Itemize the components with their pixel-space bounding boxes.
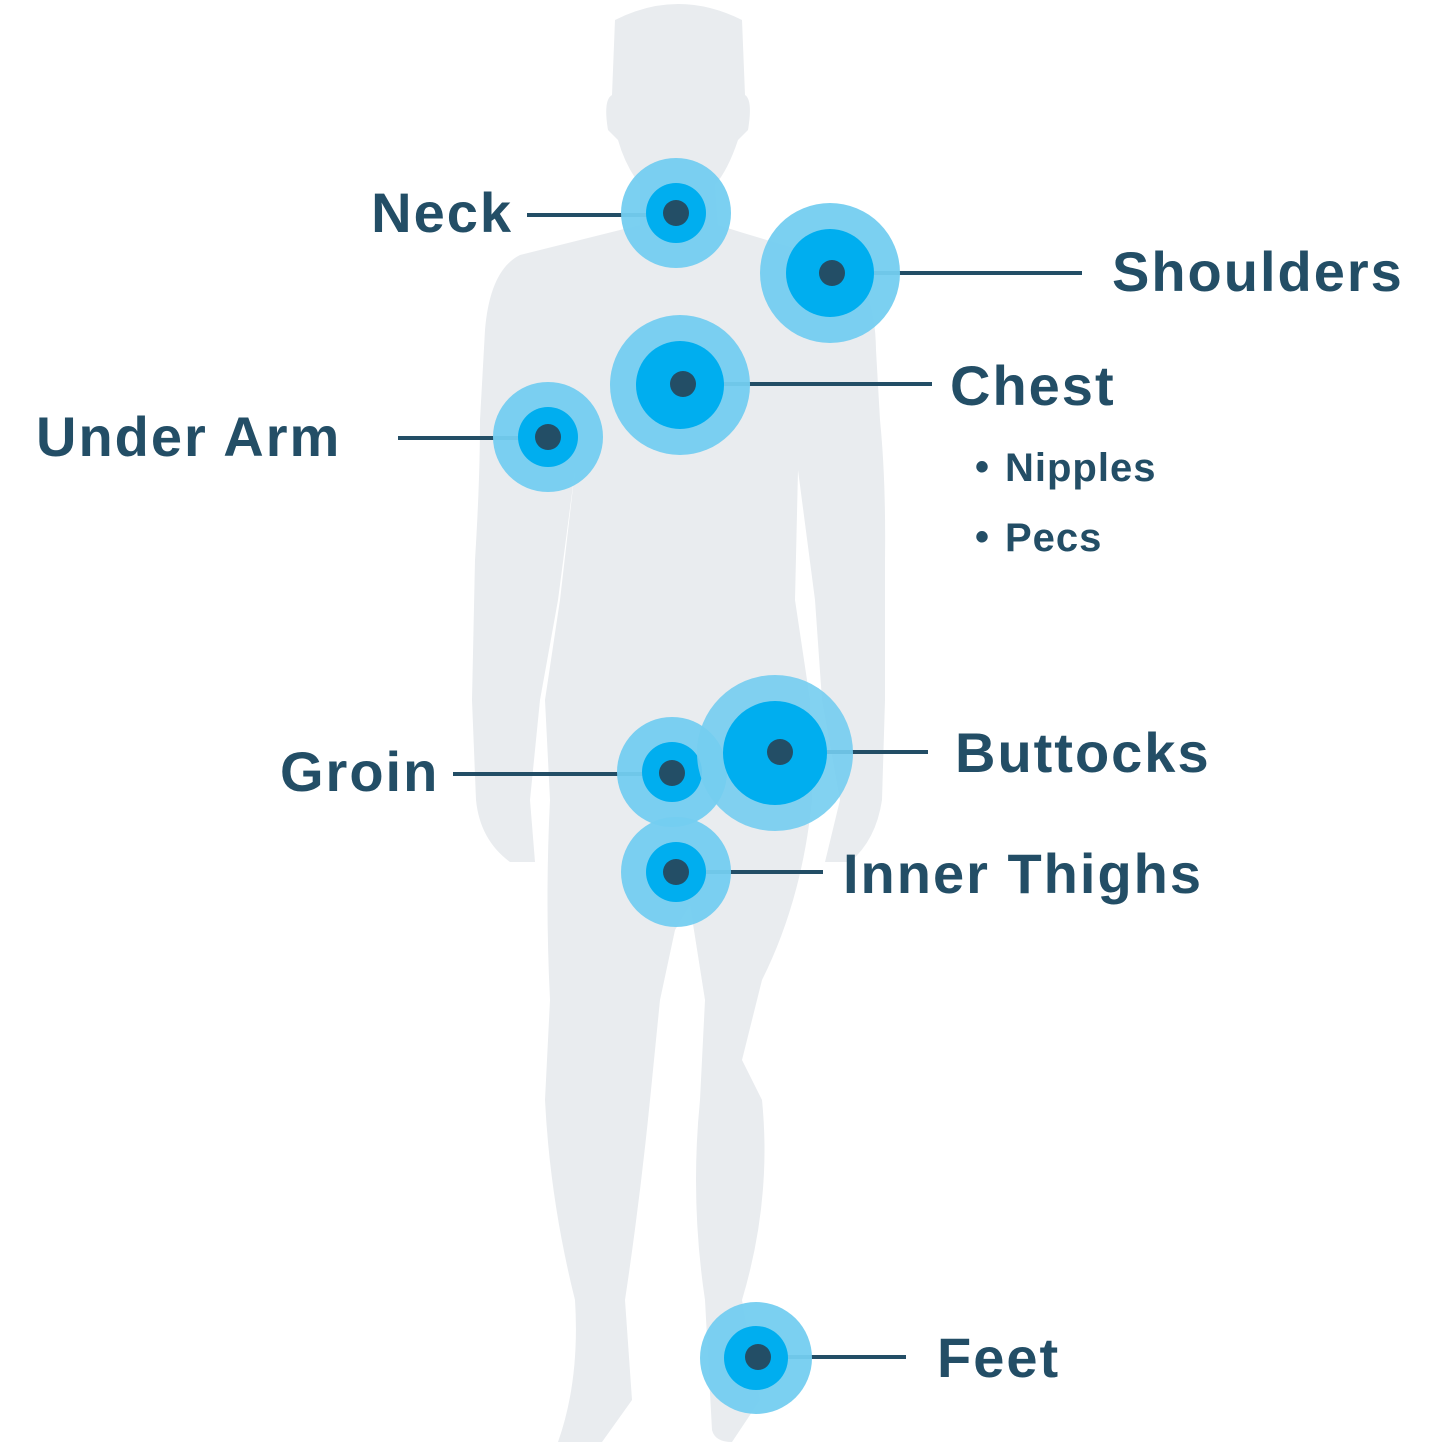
groin-label: Groin (280, 740, 439, 803)
feet-hotspot (700, 1302, 812, 1414)
feet-label: Feet (937, 1326, 1060, 1389)
neck-label: Neck (371, 181, 513, 244)
under-arm-label: Under Arm (36, 405, 341, 468)
neck-hotspot (621, 158, 731, 268)
chest-subitem-nipples: Nipples (1005, 446, 1156, 490)
inner-thighs-label: Inner Thighs (843, 842, 1203, 905)
chest-hotspot (610, 315, 750, 455)
buttocks-hotspot (697, 675, 853, 831)
buttocks-label: Buttocks (955, 721, 1211, 784)
bullet-icon: • (975, 445, 990, 489)
shoulders-hotspot (760, 203, 900, 343)
chest-label: Chest (950, 354, 1116, 417)
bullet-icon: • (975, 515, 990, 559)
chest-subitem-pecs: Pecs (1005, 516, 1102, 560)
shoulders-label: Shoulders (1112, 240, 1404, 303)
under-arm-hotspot (493, 382, 603, 492)
inner-thighs-hotspot (621, 817, 731, 927)
